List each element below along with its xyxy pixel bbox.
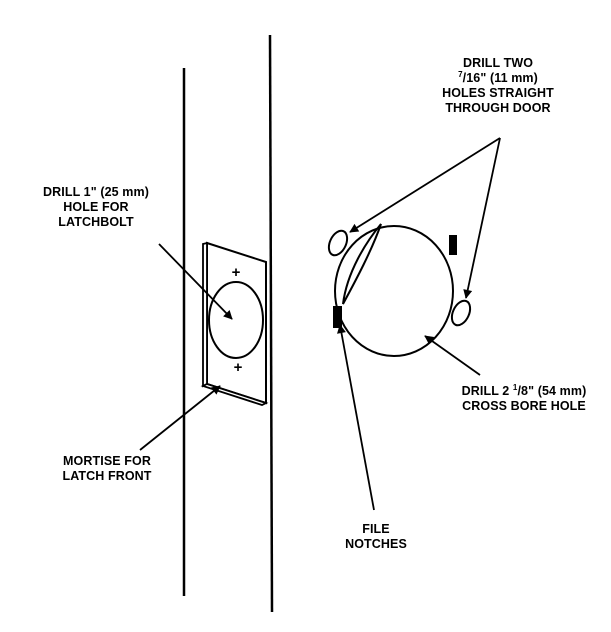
plate-screw-top: + — [232, 264, 241, 281]
arrow-to-cross-bore — [424, 335, 481, 376]
label-cross-bore-hole: DRILL 2 1/8" (54 mm) CROSS BORE HOLE — [461, 383, 587, 414]
through-hole-right — [450, 299, 472, 327]
door-edge-line-right — [268, 34, 274, 613]
label-mortise-latch-front: MORTISE FOR LATCH FRONT — [62, 454, 152, 483]
arrow-to-file-notches — [337, 324, 375, 511]
file-notch-left — [333, 306, 342, 328]
label-drill-two-holes: DRILL TWO 7/16" (11 mm) HOLES STRAIGHT T… — [442, 56, 554, 115]
arrow-to-mortise — [139, 385, 221, 451]
through-hole-left — [327, 229, 349, 257]
label-file-notches: FILE NOTCHES — [345, 522, 407, 551]
arrow-to-left-through-hole — [349, 137, 501, 233]
cross-bore-hole — [334, 223, 454, 357]
arrow-to-latchbolt-hole — [158, 243, 233, 320]
file-notch-right — [449, 235, 457, 255]
latchbolt-hole — [208, 281, 264, 359]
plate-screw-bottom: + — [234, 359, 243, 376]
arrow-to-right-through-hole — [463, 137, 501, 299]
mortise-latch-front — [200, 241, 269, 406]
label-drill-latchbolt-hole: DRILL 1" (25 mm) HOLE FOR LATCHBOLT — [43, 185, 149, 229]
